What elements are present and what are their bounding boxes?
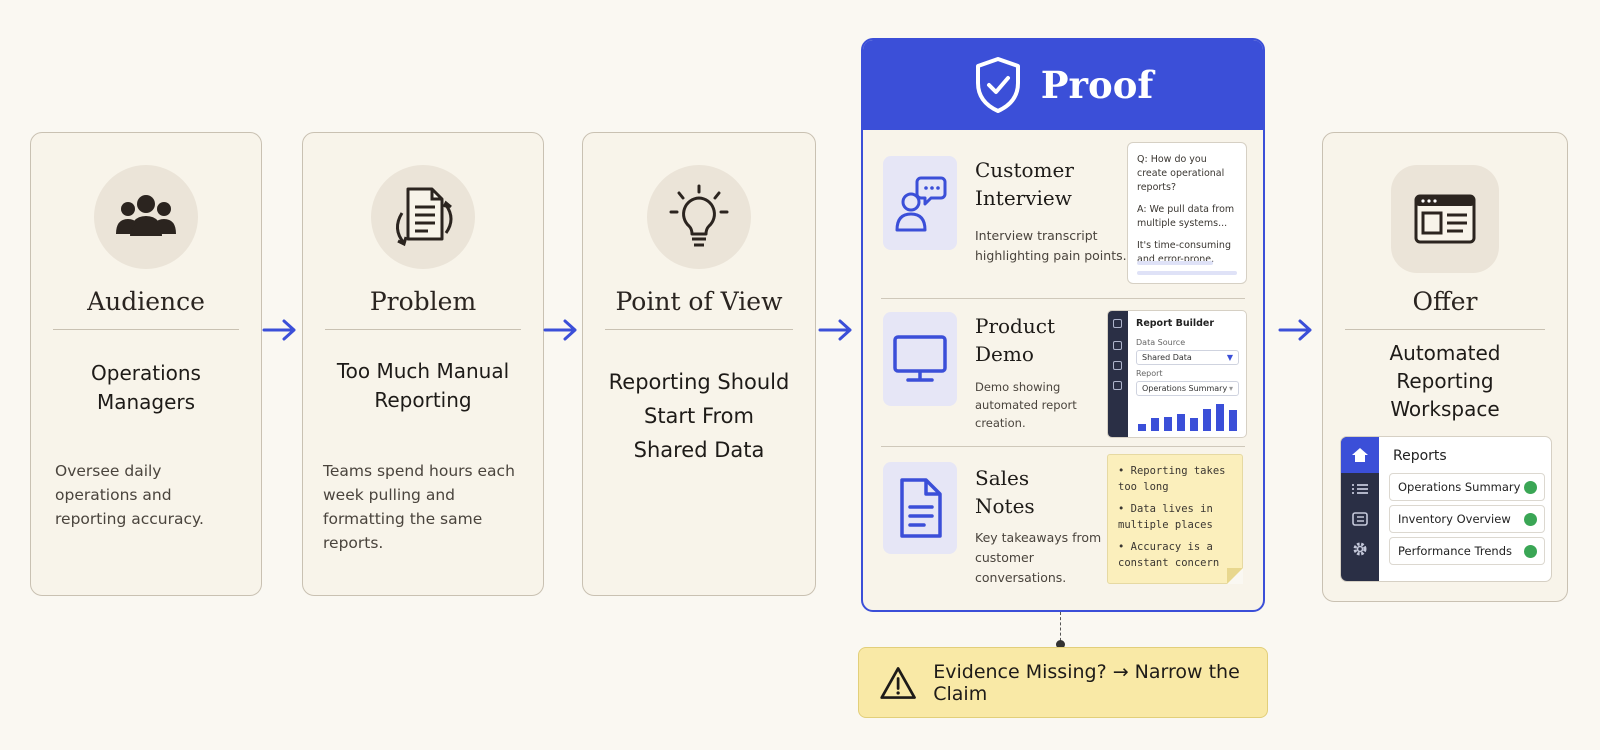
demo-bar	[1138, 424, 1146, 431]
stage-title: Problem	[369, 287, 477, 316]
data-source-value: Shared Data	[1142, 353, 1192, 362]
report-icon	[1113, 341, 1122, 350]
chevron-down-icon: ▾	[1228, 384, 1233, 393]
home-icon	[1113, 319, 1122, 328]
demo-bar	[1151, 418, 1159, 431]
reports-title: Reports	[1393, 448, 1447, 464]
sticky-note-item: • Accuracy is a constant concern	[1118, 541, 1220, 569]
section-desc: Demo showing automated report creation.	[975, 380, 1077, 430]
dashed-connector	[1060, 612, 1061, 646]
report-row[interactable]: Operations Summary	[1389, 473, 1545, 501]
arrow-right-icon	[818, 319, 852, 341]
check-icon	[1524, 513, 1537, 526]
notes-document-icon	[883, 462, 957, 554]
section-title: Customer Interview	[975, 158, 1074, 210]
section-desc: Interview transcript highlighting pain p…	[975, 228, 1127, 263]
stage-title: Audience	[87, 287, 205, 316]
stage-title: Offer	[1412, 287, 1478, 316]
proof-title: Proof	[1040, 63, 1154, 107]
checklist-icon[interactable]	[1341, 507, 1379, 531]
transcript-question: Q: How do you create operational reports…	[1137, 154, 1225, 193]
reports-sidebar	[1341, 437, 1379, 581]
report-select[interactable]: Operations Summary ▾	[1136, 381, 1239, 396]
lightbulb-icon	[647, 165, 751, 269]
demo-sidebar	[1108, 311, 1128, 437]
stage-heading: Operations Managers	[91, 361, 201, 414]
section-divider	[881, 298, 1245, 299]
check-icon	[1524, 481, 1537, 494]
data-source-label: Data Source	[1136, 338, 1186, 347]
grid-icon	[1113, 361, 1122, 370]
people-icon	[94, 165, 198, 269]
demo-main: Report Builder Data Source Shared Data ▼…	[1136, 317, 1239, 396]
warning-triangle-icon	[880, 666, 916, 699]
check-icon	[1524, 545, 1537, 558]
report-builder-screenshot: Report Builder Data Source Shared Data ▼…	[1107, 310, 1247, 438]
stage-title: Point of View	[615, 287, 783, 316]
monitor-icon	[883, 312, 957, 406]
list-icon[interactable]	[1341, 477, 1379, 501]
arrow-right-icon	[1278, 319, 1312, 341]
warning-text: Evidence Missing? → Narrow the Claim	[933, 660, 1240, 705]
proof-panel: Proof Customer Interview Interview trans…	[861, 38, 1265, 612]
sticky-fold	[1227, 568, 1243, 584]
point-of-view-card: Point of View Reporting Should Start Fro…	[582, 132, 816, 596]
data-source-select[interactable]: Shared Data ▼	[1136, 350, 1239, 365]
list-icon	[1113, 381, 1122, 390]
stage-body: Teams spend hours each week pulling and …	[323, 462, 515, 552]
connector-dot	[1056, 640, 1065, 649]
demo-bar	[1216, 404, 1224, 431]
audience-card: Audience Operations Managers Oversee dai…	[30, 132, 262, 596]
transcript-comment: It's time-consuming and error-prone.	[1137, 240, 1231, 265]
section-title: Sales Notes	[975, 466, 1035, 518]
demo-bar	[1229, 410, 1237, 431]
home-icon[interactable]	[1341, 437, 1379, 473]
interview-transcript: Q: How do you create operational reports…	[1127, 142, 1247, 284]
report-name: Operations Summary	[1398, 480, 1521, 494]
stage-heading: Too Much Manual Reporting	[336, 359, 510, 412]
interview-icon	[883, 156, 957, 250]
problem-card: Problem Too Much Manual Reporting Teams …	[302, 132, 544, 596]
report-label: Report	[1136, 369, 1163, 378]
sticky-note-item: • Reporting takes too long	[1118, 465, 1226, 493]
section-desc: Key takeaways from customer conversation…	[975, 530, 1102, 585]
sales-sticky-note: • Reporting takes too long • Data lives …	[1107, 454, 1243, 584]
browser-window-icon	[1391, 165, 1499, 273]
report-name: Performance Trends	[1398, 544, 1512, 558]
demo-bar	[1190, 418, 1198, 431]
stage-body: Oversee daily operations and reporting a…	[55, 462, 204, 528]
sticky-note-item: • Data lives in multiple places	[1118, 503, 1213, 531]
chevron-down-icon: ▼	[1226, 353, 1233, 362]
stage-heading: Automated Reporting Workspace	[1389, 341, 1501, 421]
demo-bar	[1177, 414, 1185, 431]
demo-bar-chart	[1136, 401, 1238, 431]
report-value: Operations Summary	[1142, 384, 1228, 393]
stage-heading: Reporting Should Start From Shared Data	[608, 370, 790, 462]
divider	[53, 329, 239, 330]
arrow-right-icon	[262, 319, 296, 341]
divider	[325, 329, 521, 330]
report-name: Inventory Overview	[1398, 512, 1511, 526]
document-cycle-icon	[371, 165, 475, 269]
demo-bar	[1203, 409, 1211, 431]
section-divider	[881, 446, 1245, 447]
reports-panel: Reports Operations Summary Inventory Ove…	[1340, 436, 1552, 582]
shield-check-icon	[975, 57, 1020, 113]
gear-icon[interactable]	[1341, 537, 1379, 561]
report-row[interactable]: Performance Trends	[1389, 537, 1545, 565]
warning-callout: Evidence Missing? → Narrow the Claim	[858, 647, 1268, 718]
transcript-highlight	[1137, 271, 1237, 275]
proof-header: Proof	[863, 40, 1263, 130]
demo-bar	[1164, 417, 1172, 431]
transcript-highlight	[1137, 261, 1213, 265]
report-row[interactable]: Inventory Overview	[1389, 505, 1545, 533]
divider	[605, 329, 793, 330]
transcript-answer: A: We pull data from multiple systems...	[1137, 204, 1235, 229]
section-title: Product Demo	[975, 314, 1055, 366]
demo-title: Report Builder	[1136, 318, 1215, 329]
divider	[1345, 329, 1545, 330]
arrow-right-icon	[543, 319, 577, 341]
